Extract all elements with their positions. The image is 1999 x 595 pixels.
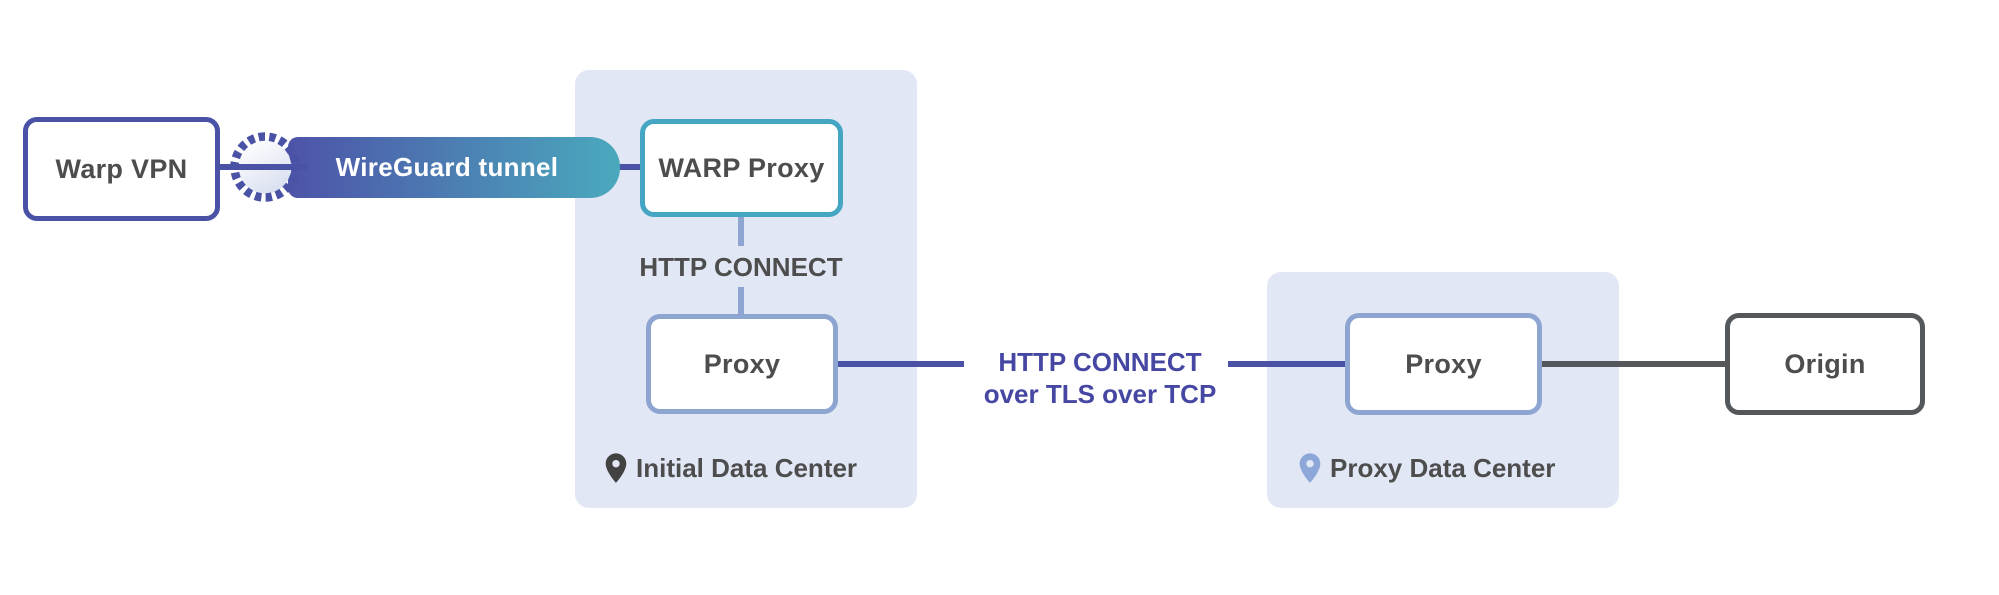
tls-label-line2: over TLS over TCP bbox=[983, 379, 1217, 409]
http-connect-tls-edge-label: HTTP CONNECT over TLS over TCP bbox=[950, 346, 1250, 410]
remote-proxy-node: Proxy bbox=[1345, 313, 1542, 415]
http-connect-line-lower bbox=[738, 287, 744, 318]
initial-data-center-label: Initial Data Center bbox=[602, 450, 857, 486]
location-pin-icon bbox=[1299, 452, 1321, 483]
wireguard-tunnel-label: WireGuard tunnel bbox=[335, 152, 559, 182]
proxy-data-center-label: Proxy Data Center bbox=[1296, 450, 1555, 486]
proxy-data-center-text: Proxy Data Center bbox=[1330, 452, 1556, 483]
location-pin-icon bbox=[605, 452, 627, 483]
remote-proxy-label: Proxy bbox=[1405, 348, 1482, 379]
http-connect-edge-label: HTTP CONNECT bbox=[639, 252, 843, 282]
tls-label-line1: HTTP CONNECT bbox=[998, 347, 1202, 377]
http-connect-tls-line-right bbox=[1228, 361, 1349, 367]
http-connect-tls-line-left bbox=[834, 361, 964, 367]
origin-node: Origin bbox=[1725, 313, 1925, 415]
initial-proxy-node: Proxy bbox=[646, 314, 838, 414]
warp-proxy-label: WARP Proxy bbox=[658, 152, 825, 183]
warp-vpn-node: Warp VPN bbox=[23, 117, 220, 221]
warp-vpn-label: Warp VPN bbox=[55, 153, 188, 184]
initial-proxy-label: Proxy bbox=[703, 348, 781, 379]
initial-data-center-text: Initial Data Center bbox=[636, 452, 858, 483]
http-connect-line-upper bbox=[738, 213, 744, 246]
proxy-to-origin-line bbox=[1538, 361, 1729, 367]
warp-proxy-node: WARP Proxy bbox=[640, 119, 843, 217]
wireguard-tunnel-pill: WireGuard tunnel bbox=[288, 137, 620, 198]
origin-label: Origin bbox=[1784, 348, 1866, 379]
tunnel-icon bbox=[223, 132, 307, 202]
